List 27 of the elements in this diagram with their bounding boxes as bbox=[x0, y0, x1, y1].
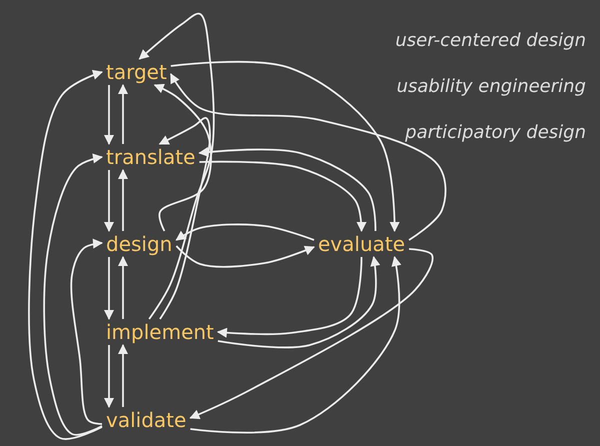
arrow bbox=[118, 169, 128, 231]
method-label: user-centered design bbox=[395, 30, 586, 52]
arrow bbox=[118, 256, 128, 319]
method-label: participatory design bbox=[405, 122, 586, 144]
arrow bbox=[176, 224, 314, 241]
arrow bbox=[216, 256, 362, 338]
arrow bbox=[199, 160, 366, 232]
arrow bbox=[104, 345, 114, 408]
arrow bbox=[198, 147, 376, 231]
arrow bbox=[189, 248, 434, 420]
arrow bbox=[43, 154, 103, 436]
arrow bbox=[176, 245, 315, 268]
arrow bbox=[138, 12, 215, 320]
method-label: usability engineering bbox=[396, 76, 586, 98]
arrow bbox=[154, 84, 212, 232]
arrow bbox=[70, 238, 103, 425]
arrow bbox=[170, 60, 400, 232]
arrow bbox=[28, 70, 103, 440]
arrow bbox=[118, 84, 128, 144]
arrow bbox=[158, 117, 211, 320]
arrow bbox=[218, 256, 380, 348]
arrow bbox=[170, 73, 446, 241]
arrow bbox=[118, 344, 128, 407]
arrow bbox=[104, 257, 114, 320]
arrow bbox=[104, 85, 114, 145]
arrow bbox=[190, 256, 402, 434]
arrow bbox=[104, 170, 114, 232]
